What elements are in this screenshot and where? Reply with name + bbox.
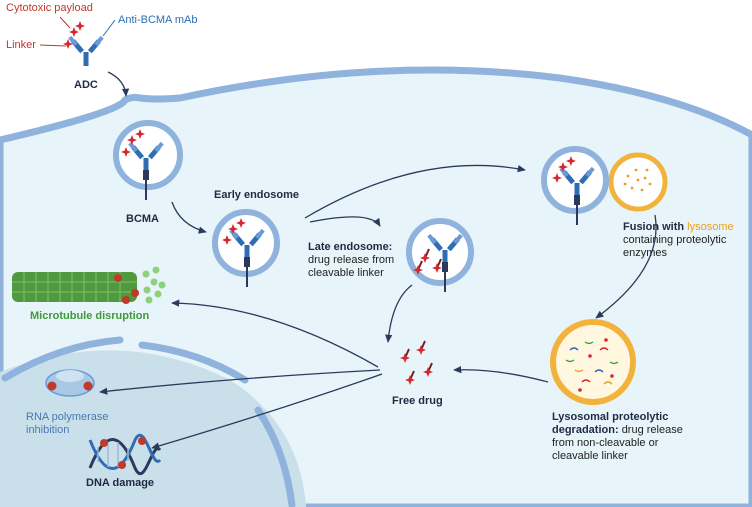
late-endosome — [406, 218, 474, 286]
lysosomal-degradation-label: Lysosomal proteolytic degradation: drug … — [552, 411, 683, 463]
fusion-prefix: Fusion with — [623, 221, 685, 233]
lyso-title: Lysosomal proteolytic — [552, 411, 669, 423]
fusion-line: enzymes — [623, 247, 668, 259]
linker-pointer — [39, 44, 67, 47]
microtubule — [12, 266, 166, 304]
pathway-arrows — [99, 71, 657, 450]
anti-bcma-label: Anti-BCMA mAb — [118, 14, 198, 26]
rna-polymerase-label: RNA polymerase inhibition — [26, 411, 109, 437]
lyso-line: from non-cleavable or — [552, 437, 659, 449]
nuclear-envelope — [1, 336, 124, 382]
rna-line: inhibition — [26, 424, 70, 436]
late-endosome-line: drug release from — [308, 254, 395, 266]
microtubule-label: Microtubule disruption — [30, 310, 150, 322]
free-drug-label: Free drug — [392, 395, 443, 407]
degradation-lysosome — [550, 319, 636, 405]
linker-label: Linker — [6, 39, 36, 51]
nuclear-envelope — [254, 406, 296, 507]
fusion-line: containing proteolytic — [623, 234, 727, 246]
adc-label: ADC — [74, 79, 98, 91]
payload-pointer — [59, 16, 71, 29]
enzyme-dots — [623, 168, 652, 192]
fusion-label: Fusion with lysosome containing proteoly… — [623, 221, 734, 260]
rna-polymerase — [45, 369, 95, 397]
degraded-drug — [578, 338, 614, 392]
nuclear-envelope — [138, 341, 249, 384]
late-endosome-label: Late endosome: drug release from cleavab… — [308, 241, 394, 280]
degraded-fragments — [565, 341, 619, 385]
lyso-line: cleavable linker — [552, 450, 628, 462]
rna-line: RNA polymerase — [26, 411, 109, 423]
dna-helix — [88, 433, 162, 476]
antibody-pointer — [102, 19, 116, 37]
fusing-endosome — [541, 146, 609, 214]
dna-damage-label: DNA damage — [86, 477, 155, 489]
late-endosome-line: cleavable linker — [308, 267, 384, 279]
lyso-degradation: degradation: — [552, 424, 619, 436]
lyso-drug-release: drug release — [621, 424, 683, 436]
bcma-label: BCMA — [126, 213, 159, 225]
early-endosome-label: Early endosome — [214, 189, 299, 201]
late-endosome-title: Late endosome: — [308, 241, 393, 253]
lysosome-word: lysosome — [687, 221, 734, 233]
cytotoxic-payload-label: Cytotoxic payload — [6, 2, 93, 14]
lysosome-small — [608, 152, 668, 212]
